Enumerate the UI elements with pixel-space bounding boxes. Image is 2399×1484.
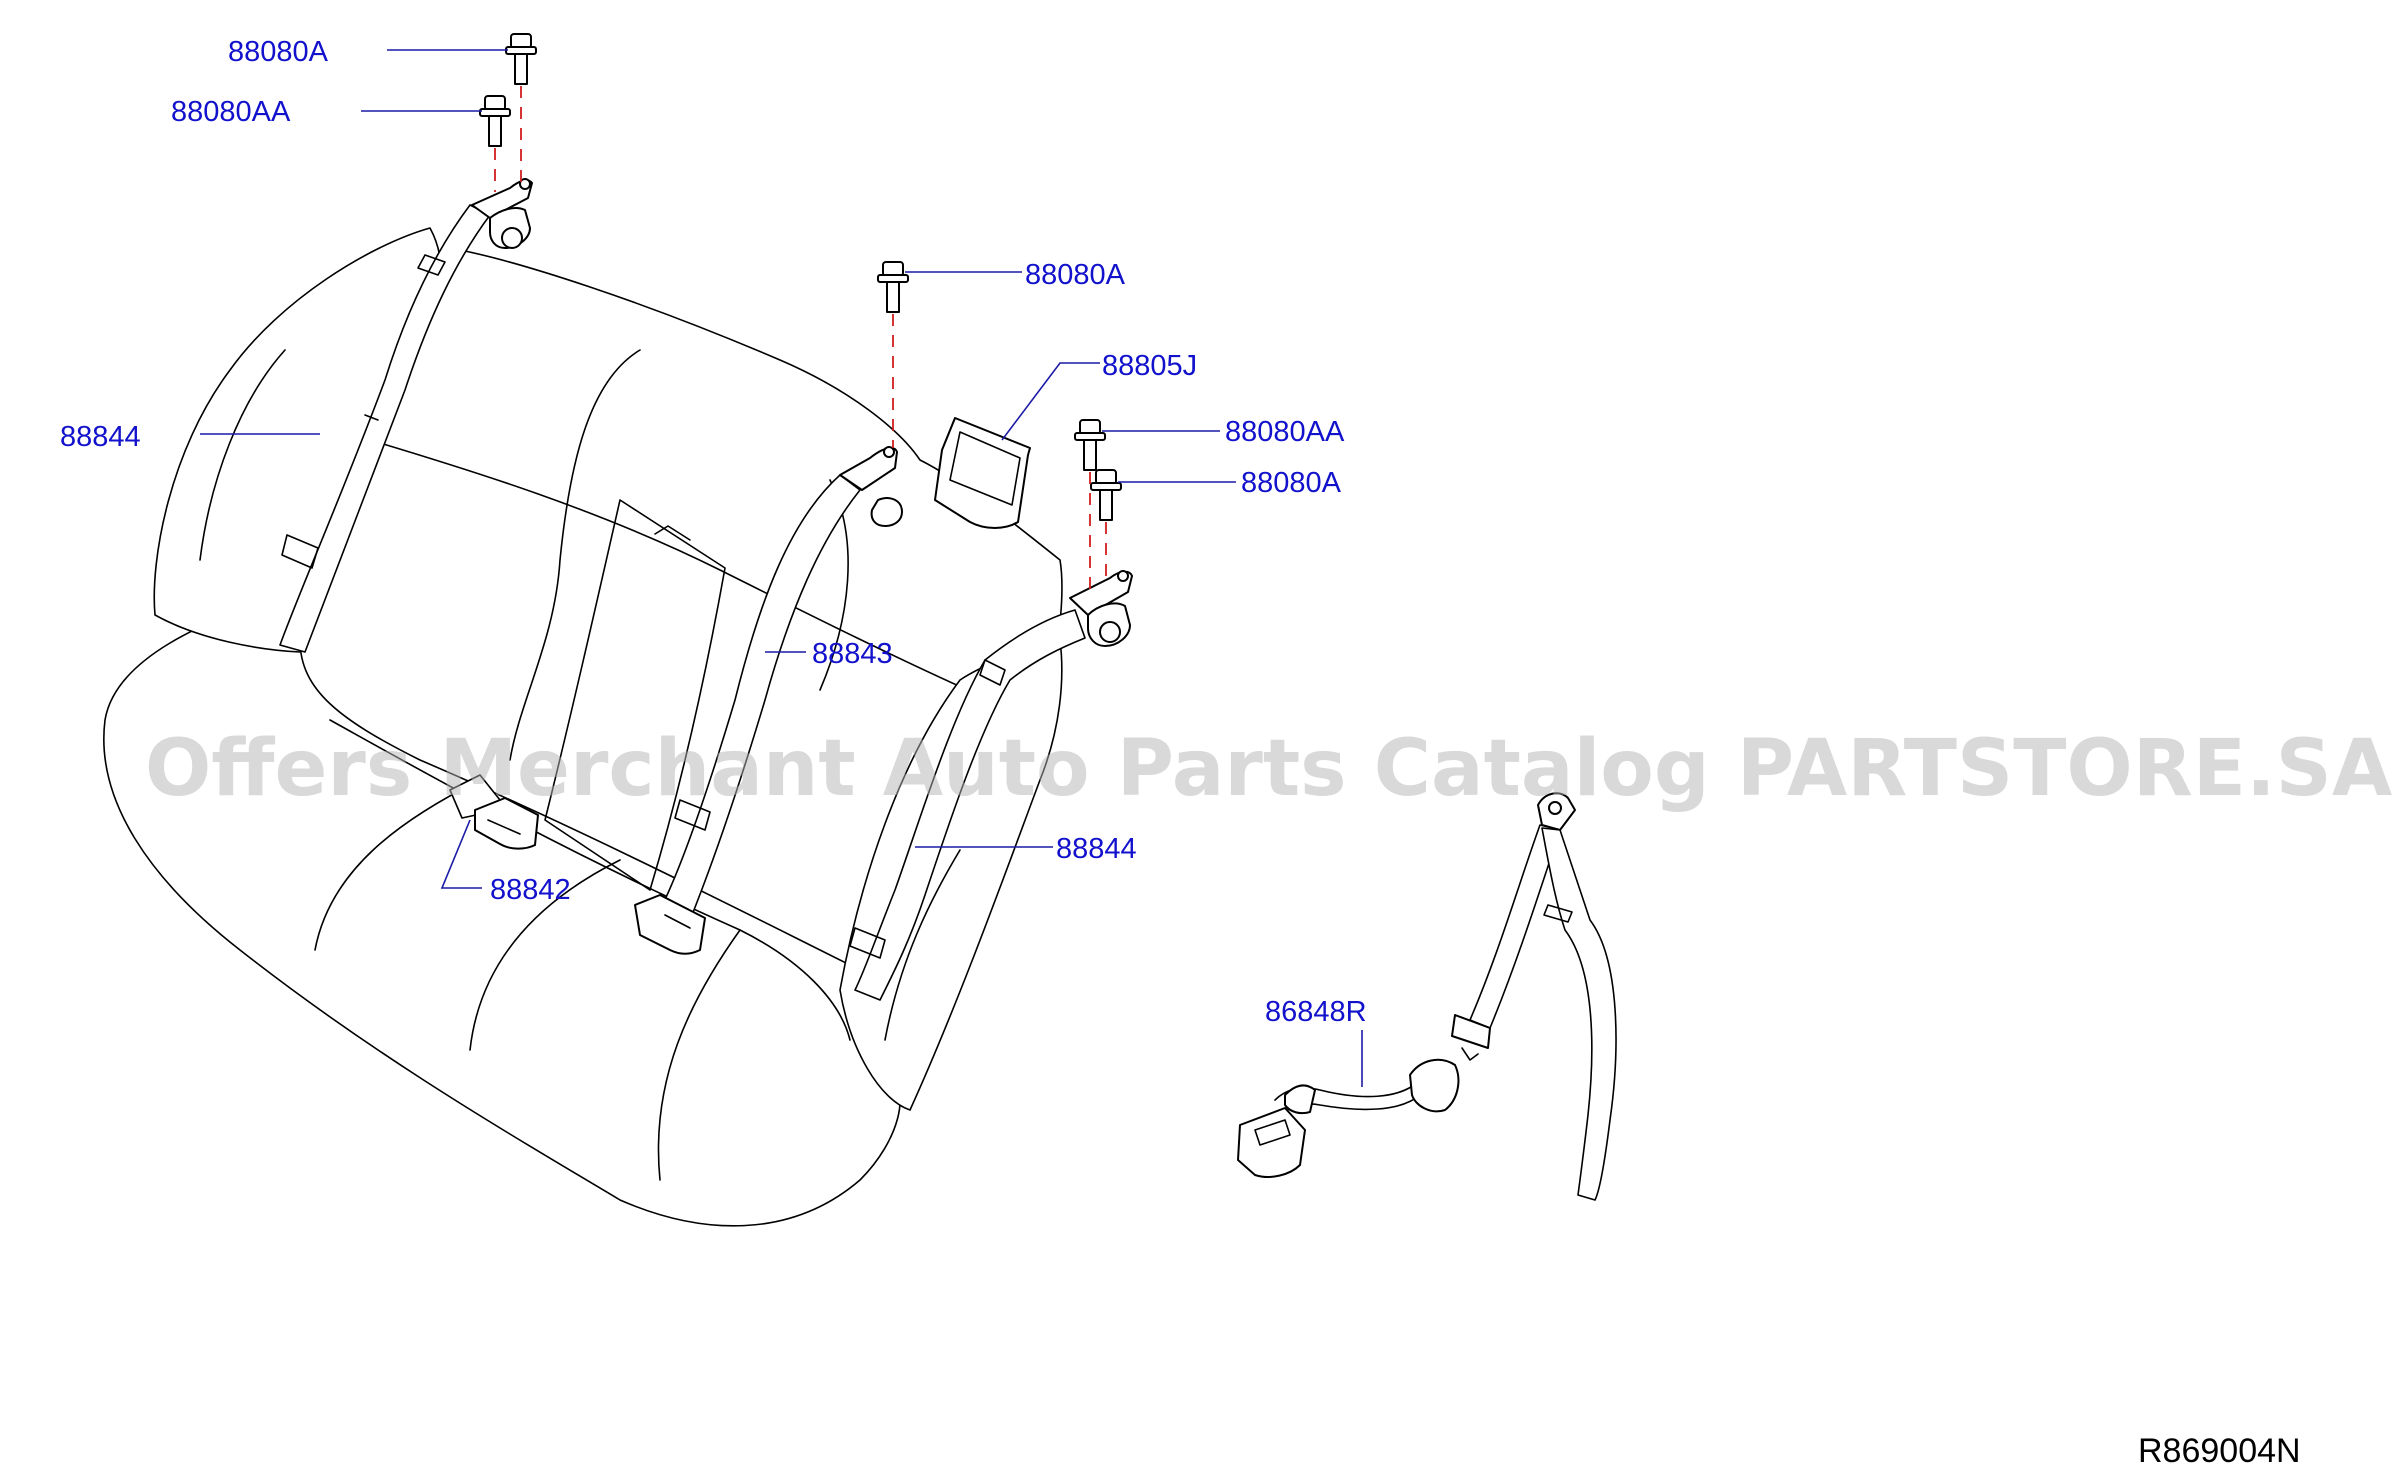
bolt-center-a-flange [877, 274, 909, 283]
cushion-seam-1 [314, 779, 481, 951]
bolt-center-88080A [877, 261, 909, 313]
belt-center-webbing [659, 474, 861, 921]
belt-left-guide-loop [281, 534, 319, 569]
belt-center-tongue-slot [664, 914, 691, 929]
label-belt-center: 88843 [812, 638, 893, 670]
seat-back-left-wing [153, 227, 442, 653]
watermark: Offers Merchant Auto Parts Catalog PARTS… [145, 724, 2392, 814]
cushion-seam-3 [657, 929, 741, 1181]
bracket-88805J [934, 417, 1031, 529]
right-wing-seam [884, 849, 961, 1041]
label-bolt-top-aa: 88080AA [171, 96, 291, 128]
bolt-right-aa-shank [1083, 439, 1097, 471]
belt-left-88844 [279, 178, 533, 653]
rear-seat [103, 227, 1063, 1227]
buckle-left-button [487, 819, 521, 835]
belt-left-retractor-hub [501, 227, 523, 249]
belt-right-retractor-hub [1099, 621, 1121, 643]
bolt-right-a-flange [1090, 482, 1122, 491]
assembly-anchor-tab [1284, 1084, 1316, 1115]
assembly-tongue [1451, 1014, 1491, 1049]
bolt-top-a-flange [505, 46, 537, 55]
belt-right-guide-loop [849, 927, 886, 959]
assembly-webbing-long [1541, 827, 1617, 1201]
bracket-body [934, 417, 1031, 529]
assembly-anchor-hole [1548, 801, 1562, 815]
label-bolt-right-aa: 88080AA [1225, 416, 1345, 448]
belt-left-webbing [279, 204, 491, 653]
belt-left-webbing-edge [417, 254, 446, 276]
bolt-right-a-shank [1099, 489, 1113, 521]
buckle-left-88842 [449, 774, 539, 850]
bolt-right-aa-flange [1074, 432, 1106, 441]
belt-right-webbing [854, 609, 1086, 1001]
bolt-top-88080AA [479, 95, 511, 147]
label-bolt-right-a: 88080A [1241, 467, 1342, 499]
bolt-top-88080A [505, 33, 537, 85]
belt-right-anchor-hole [1117, 570, 1129, 582]
assembly-buckle-head [1237, 1107, 1306, 1178]
bolt-top-aa-head [484, 95, 506, 111]
assembly-buckle-sleeve [1409, 1058, 1460, 1113]
diagram-ref-code: R869004N [2138, 1432, 2301, 1470]
bolt-top-aa-shank [488, 115, 502, 147]
label-buckle-right: 86848R [1265, 996, 1367, 1028]
bolt-top-a-shank [514, 53, 528, 85]
bolt-right-88080A [1090, 469, 1122, 521]
bolt-right-88080AA [1074, 419, 1106, 471]
belt-center-88843 [634, 446, 903, 955]
belt-center-guide-loop [674, 799, 711, 831]
bolt-top-aa-flange [479, 108, 511, 117]
armrest-pass-through [544, 499, 726, 891]
belt-center-tongue [634, 894, 706, 955]
bolt-right-a-head [1095, 469, 1117, 485]
label-belt-left: 88844 [60, 421, 141, 453]
bolt-top-a-head [510, 33, 532, 49]
label-bolt-top-a: 88080A [228, 36, 329, 68]
seat-cushion [103, 589, 901, 1227]
left-wing-seam [199, 349, 286, 561]
label-buckle-left: 88842 [490, 874, 571, 906]
belt-left-anchor-hole [519, 178, 531, 190]
bolt-center-a-head [882, 261, 904, 277]
bracket-rim [941, 417, 956, 451]
seat-back-seam-mid [509, 349, 641, 761]
seat-back-seam-top [369, 439, 991, 701]
belt-center-anchor-hole [883, 446, 895, 458]
belt-right-upper-guide [979, 659, 1006, 686]
bolt-center-a-shank [886, 281, 900, 313]
belt-assembly-86848R [1237, 792, 1617, 1201]
label-belt-right: 88844 [1056, 833, 1137, 865]
assembly-webbing-guide [1543, 904, 1573, 923]
belt-left-guide-loop-2 [364, 414, 379, 421]
bolt-right-aa-head [1079, 419, 1101, 435]
label-bracket: 88805J [1102, 350, 1197, 382]
belt-center-retractor [870, 497, 903, 527]
seat-back-right-wing [839, 639, 1063, 1111]
cushion-seam-front [329, 719, 851, 1041]
armrest-pass-through-tab [654, 525, 691, 541]
bracket-inner [949, 431, 1021, 506]
label-bolt-center-a: 88080A [1025, 259, 1126, 291]
buckle-left-body [474, 797, 539, 850]
belt-right-88844 [849, 570, 1133, 1001]
leader-bracket [1001, 362, 1100, 441]
cushion-seam-2 [469, 859, 621, 1051]
assembly-buckle-button [1254, 1119, 1291, 1146]
assembly-tongue-tip [1461, 1047, 1479, 1061]
leader-buckle-left [440, 819, 482, 889]
